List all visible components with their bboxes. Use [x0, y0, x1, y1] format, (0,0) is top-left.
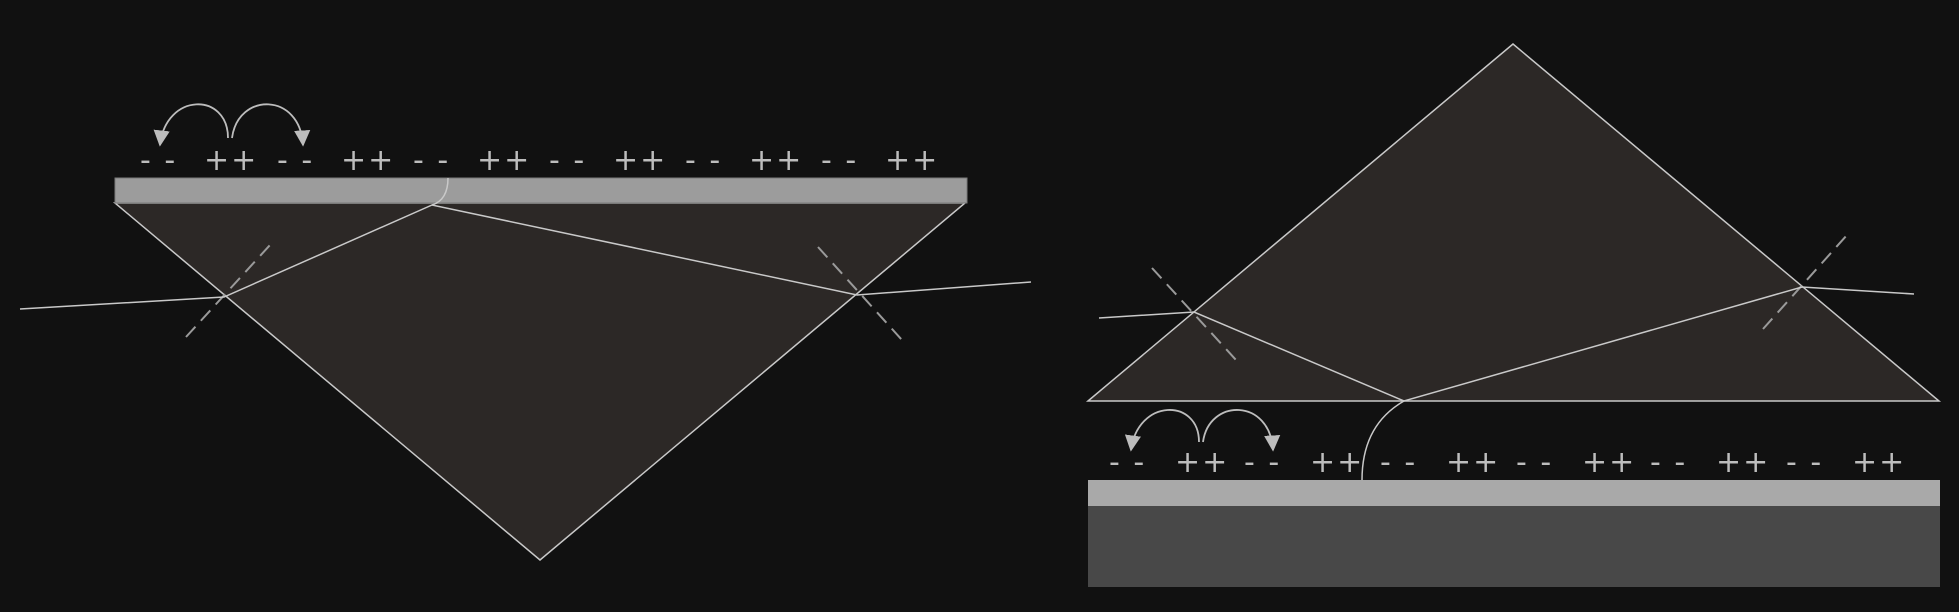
charge-label: - - [1109, 445, 1146, 480]
charge-label: ++ [749, 143, 803, 178]
charge-label: - - [413, 143, 450, 178]
charge-label: - - [1380, 445, 1417, 480]
charge-label: - - [821, 143, 858, 178]
charge-label: - - [685, 143, 722, 178]
right-prism [1085, 43, 1942, 402]
right-panel: - - ++ - - ++ - - ++ - - ++ - - ++ - - +… [1085, 43, 1942, 587]
right-coupling-curve [1361, 400, 1405, 481]
charge-label: ++ [613, 143, 667, 178]
charge-label: ++ [1446, 445, 1500, 480]
right-surface-charges: - - ++ - - ++ - - ++ - - ++ - - ++ - - +… [1109, 445, 1906, 480]
left-prism [112, 202, 968, 561]
right-arrow-right [1202, 409, 1281, 452]
charge-label: - - [277, 143, 314, 178]
charge-label: ++ [1852, 445, 1906, 480]
charge-label: ++ [1175, 445, 1229, 480]
charge-label: ++ [204, 143, 258, 178]
charge-label: ++ [477, 143, 531, 178]
charge-label: ++ [341, 143, 395, 178]
charge-label: - - [140, 143, 177, 178]
charge-label: - - [1244, 445, 1281, 480]
right-metal-film [1088, 480, 1940, 506]
charge-label: ++ [1582, 445, 1636, 480]
charge-label: - - [1650, 445, 1687, 480]
charge-label: - - [1786, 445, 1823, 480]
right-arrow-left [1124, 409, 1200, 452]
charge-label: - - [1516, 445, 1553, 480]
charge-label: - - [549, 143, 586, 178]
left-arrow-left [153, 103, 229, 147]
charge-label: ++ [885, 143, 939, 178]
left-coupling-curve [431, 177, 449, 206]
left-arrow-right [231, 103, 311, 147]
left-surface-charges: - - ++ - - ++ - - ++ - - ++ - - ++ - - +… [140, 143, 939, 178]
left-metal-film [114, 177, 968, 204]
charge-label: ++ [1310, 445, 1364, 480]
right-substrate [1088, 505, 1940, 587]
left-panel: - - ++ - - ++ - - ++ - - ++ - - ++ - - +… [19, 103, 1032, 561]
charge-label: ++ [1716, 445, 1770, 480]
